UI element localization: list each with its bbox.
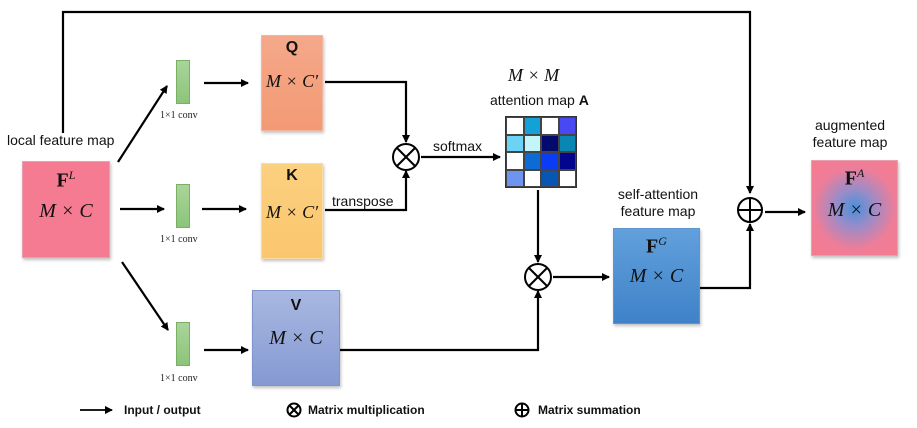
matrix-multiplication-icon-1 [392, 143, 420, 171]
self-attention-label: self-attention feature map [613, 186, 703, 220]
legend-matrix-summation: Matrix summation [538, 403, 641, 417]
attention-cell [506, 152, 524, 170]
conv-label-k: 1×1 conv [160, 234, 198, 245]
fa-dimension: M × C [827, 199, 882, 221]
query-dimension: M × C′ [265, 71, 319, 91]
attention-map-text: attention map [490, 92, 575, 108]
key-dimension: M × C′ [265, 202, 319, 222]
arrow-v-to-multiply [340, 290, 542, 352]
value-box: V M × C [252, 290, 340, 386]
matrix-summation-icon [737, 197, 763, 223]
attention-cell [541, 152, 559, 170]
self-attention-feature-map-text: feature map [620, 203, 696, 219]
attention-map-label: attention map A [490, 92, 589, 108]
attention-cell [558, 117, 576, 135]
attention-cell [506, 134, 524, 152]
local-feature-map-box: FL M × C [22, 161, 110, 258]
conv-block-k [176, 184, 190, 228]
conv-label-q: 1×1 conv [160, 110, 198, 121]
attention-cell [523, 152, 541, 170]
attention-dimension: M × M [508, 65, 560, 85]
conv-block-v [176, 322, 190, 366]
augmented-text: augmented [814, 117, 886, 133]
matrix-multiplication-icon [286, 402, 302, 418]
skip-connection-line [61, 10, 754, 194]
legend-input-output: Input / output [124, 403, 201, 417]
key-title: K [286, 167, 298, 184]
attention-cell [506, 169, 524, 187]
local-feature-map-label: local feature map [7, 132, 115, 148]
arrow-fl-to-conv-v [121, 261, 169, 331]
matrix-multiplication-icon-2 [524, 263, 552, 291]
attention-cell [523, 169, 541, 187]
attention-cell [541, 169, 559, 187]
arrow-fg-to-sum [700, 223, 754, 290]
attention-cell [541, 117, 559, 135]
augmented-label: augmented feature map [805, 117, 895, 151]
fa-symbol: FA [844, 166, 865, 190]
attention-cell [558, 169, 576, 187]
query-box: Q M × C′ [261, 35, 323, 131]
key-box: K M × C′ [261, 163, 323, 259]
self-attention-feature-map-box: FG M × C [613, 228, 700, 324]
augmented-feature-map-box: FA M × C [811, 160, 898, 256]
attention-cell [523, 117, 541, 135]
attention-cell [558, 152, 576, 170]
attention-map-heatmap [505, 116, 577, 188]
self-attention-text: self-attention [617, 186, 699, 202]
augmented-feature-map-text: feature map [812, 134, 888, 150]
legend-matrix-multiplication: Matrix multiplication [308, 403, 425, 417]
fg-dimension: M × C [629, 265, 684, 287]
fl-dimension: M × C [39, 200, 93, 222]
fl-symbol: FL [56, 168, 76, 192]
query-title: Q [285, 39, 299, 56]
attention-symbol: A [578, 92, 589, 108]
conv-label-v: 1×1 conv [160, 373, 198, 384]
value-title: V [290, 297, 302, 314]
conv-block-q [176, 60, 190, 104]
arrow-q-to-multiply [325, 80, 410, 143]
attention-cell [506, 117, 524, 135]
fg-symbol: FG [646, 234, 667, 258]
transpose-label: transpose [332, 193, 394, 209]
arrow-fl-to-conv-q [117, 85, 168, 163]
attention-cell [541, 134, 559, 152]
attention-cell [523, 134, 541, 152]
arrow-k-to-multiply [325, 170, 410, 212]
value-dimension: M × C [269, 327, 323, 349]
matrix-summation-icon [514, 402, 530, 418]
attention-cell [558, 134, 576, 152]
softmax-label: softmax [433, 138, 483, 154]
